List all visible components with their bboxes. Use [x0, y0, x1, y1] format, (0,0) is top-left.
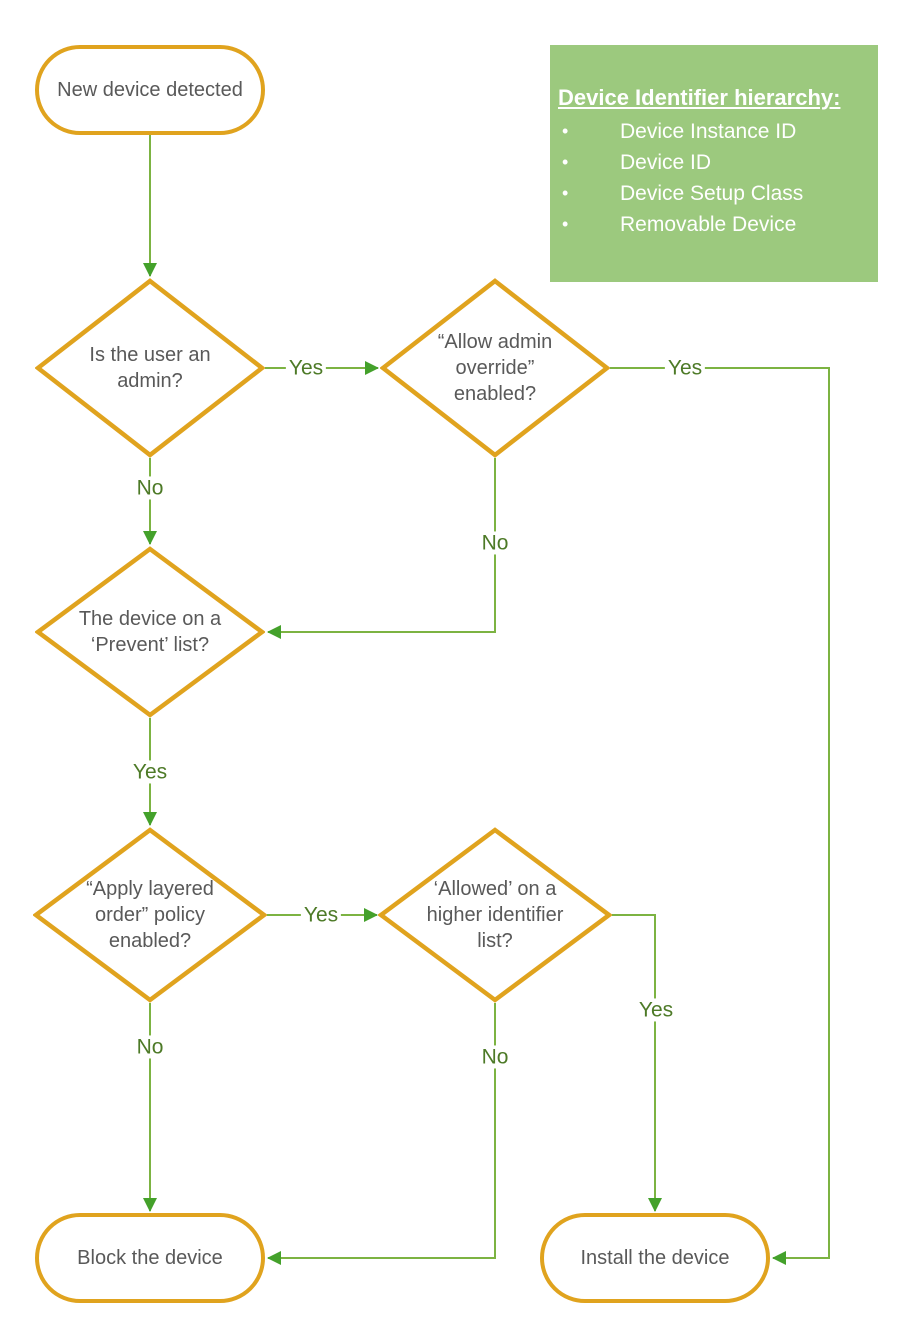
- node-label: Is the user an admin?: [89, 344, 211, 392]
- edge-override-no-to-prevent: [267, 458, 496, 639]
- list-item: • Removable Device: [558, 209, 872, 240]
- list-item-label: Device Setup Class: [620, 182, 804, 205]
- list-item-label: Device ID: [620, 151, 712, 174]
- device-identifier-hierarchy-box: Device Identifier hierarchy: • Device In…: [550, 45, 878, 282]
- node-allow-admin-override: “Allow admin override” enabled?: [380, 278, 610, 458]
- node-block-the-device: Block the device: [35, 1213, 265, 1303]
- node-label: Block the device: [77, 1247, 223, 1269]
- edge-allowed-no-to-block: [267, 1003, 496, 1265]
- diamond-shape: [380, 278, 610, 458]
- info-box-title: Device Identifier hierarchy:: [558, 85, 841, 110]
- node-label: ‘Allowed’ on a higher identifier list?: [426, 878, 564, 952]
- edge-label-allowed-yes: Yes: [635, 998, 677, 1022]
- edge-label-admin-no: No: [133, 476, 167, 500]
- bullet-icon: •: [562, 214, 569, 234]
- diamond-shape: [378, 827, 612, 1003]
- edge-label-prevent-yes: Yes: [129, 760, 171, 784]
- info-box-list: • Device Instance ID • Device ID • Devic…: [558, 116, 872, 240]
- node-is-user-admin: Is the user an admin?: [35, 278, 265, 458]
- list-item-label: Device Instance ID: [620, 120, 797, 143]
- edge-label-admin-yes: Yes: [285, 356, 327, 380]
- node-label: Install the device: [580, 1247, 730, 1269]
- diamond-shape: [35, 546, 265, 718]
- diamond-shape: [33, 827, 267, 1003]
- node-label: The device on a ‘Prevent’ list?: [78, 608, 222, 656]
- list-item-label: Removable Device: [620, 213, 797, 236]
- node-label: “Apply layered order” policy enabled?: [86, 878, 214, 952]
- list-item: • Device Setup Class: [558, 178, 872, 209]
- edge-label-override-yes: Yes: [664, 356, 706, 380]
- edge-label-override-no: No: [478, 531, 512, 555]
- edge-label-layered-yes: Yes: [300, 903, 342, 927]
- list-item: • Device ID: [558, 147, 872, 178]
- edge-label-allowed-no: No: [478, 1045, 512, 1069]
- edge-allowed-yes-to-install: [612, 914, 662, 1212]
- edge-override-yes-to-install: [610, 367, 830, 1265]
- diamond-shape: [35, 278, 265, 458]
- bullet-icon: •: [562, 152, 569, 172]
- node-new-device-detected: New device detected: [35, 45, 265, 135]
- node-allowed-higher-identifier: ‘Allowed’ on a higher identifier list?: [378, 827, 612, 1003]
- bullet-icon: •: [562, 121, 569, 141]
- node-apply-layered-order: “Apply layered order” policy enabled?: [33, 827, 267, 1003]
- edge-label-layered-no: No: [133, 1035, 167, 1059]
- list-item: • Device Instance ID: [558, 116, 872, 147]
- bullet-icon: •: [562, 183, 569, 203]
- node-label: “Allow admin override” enabled?: [437, 331, 553, 405]
- node-prevent-list: The device on a ‘Prevent’ list?: [35, 546, 265, 718]
- node-label: New device detected: [57, 79, 243, 101]
- node-install-the-device: Install the device: [540, 1213, 770, 1303]
